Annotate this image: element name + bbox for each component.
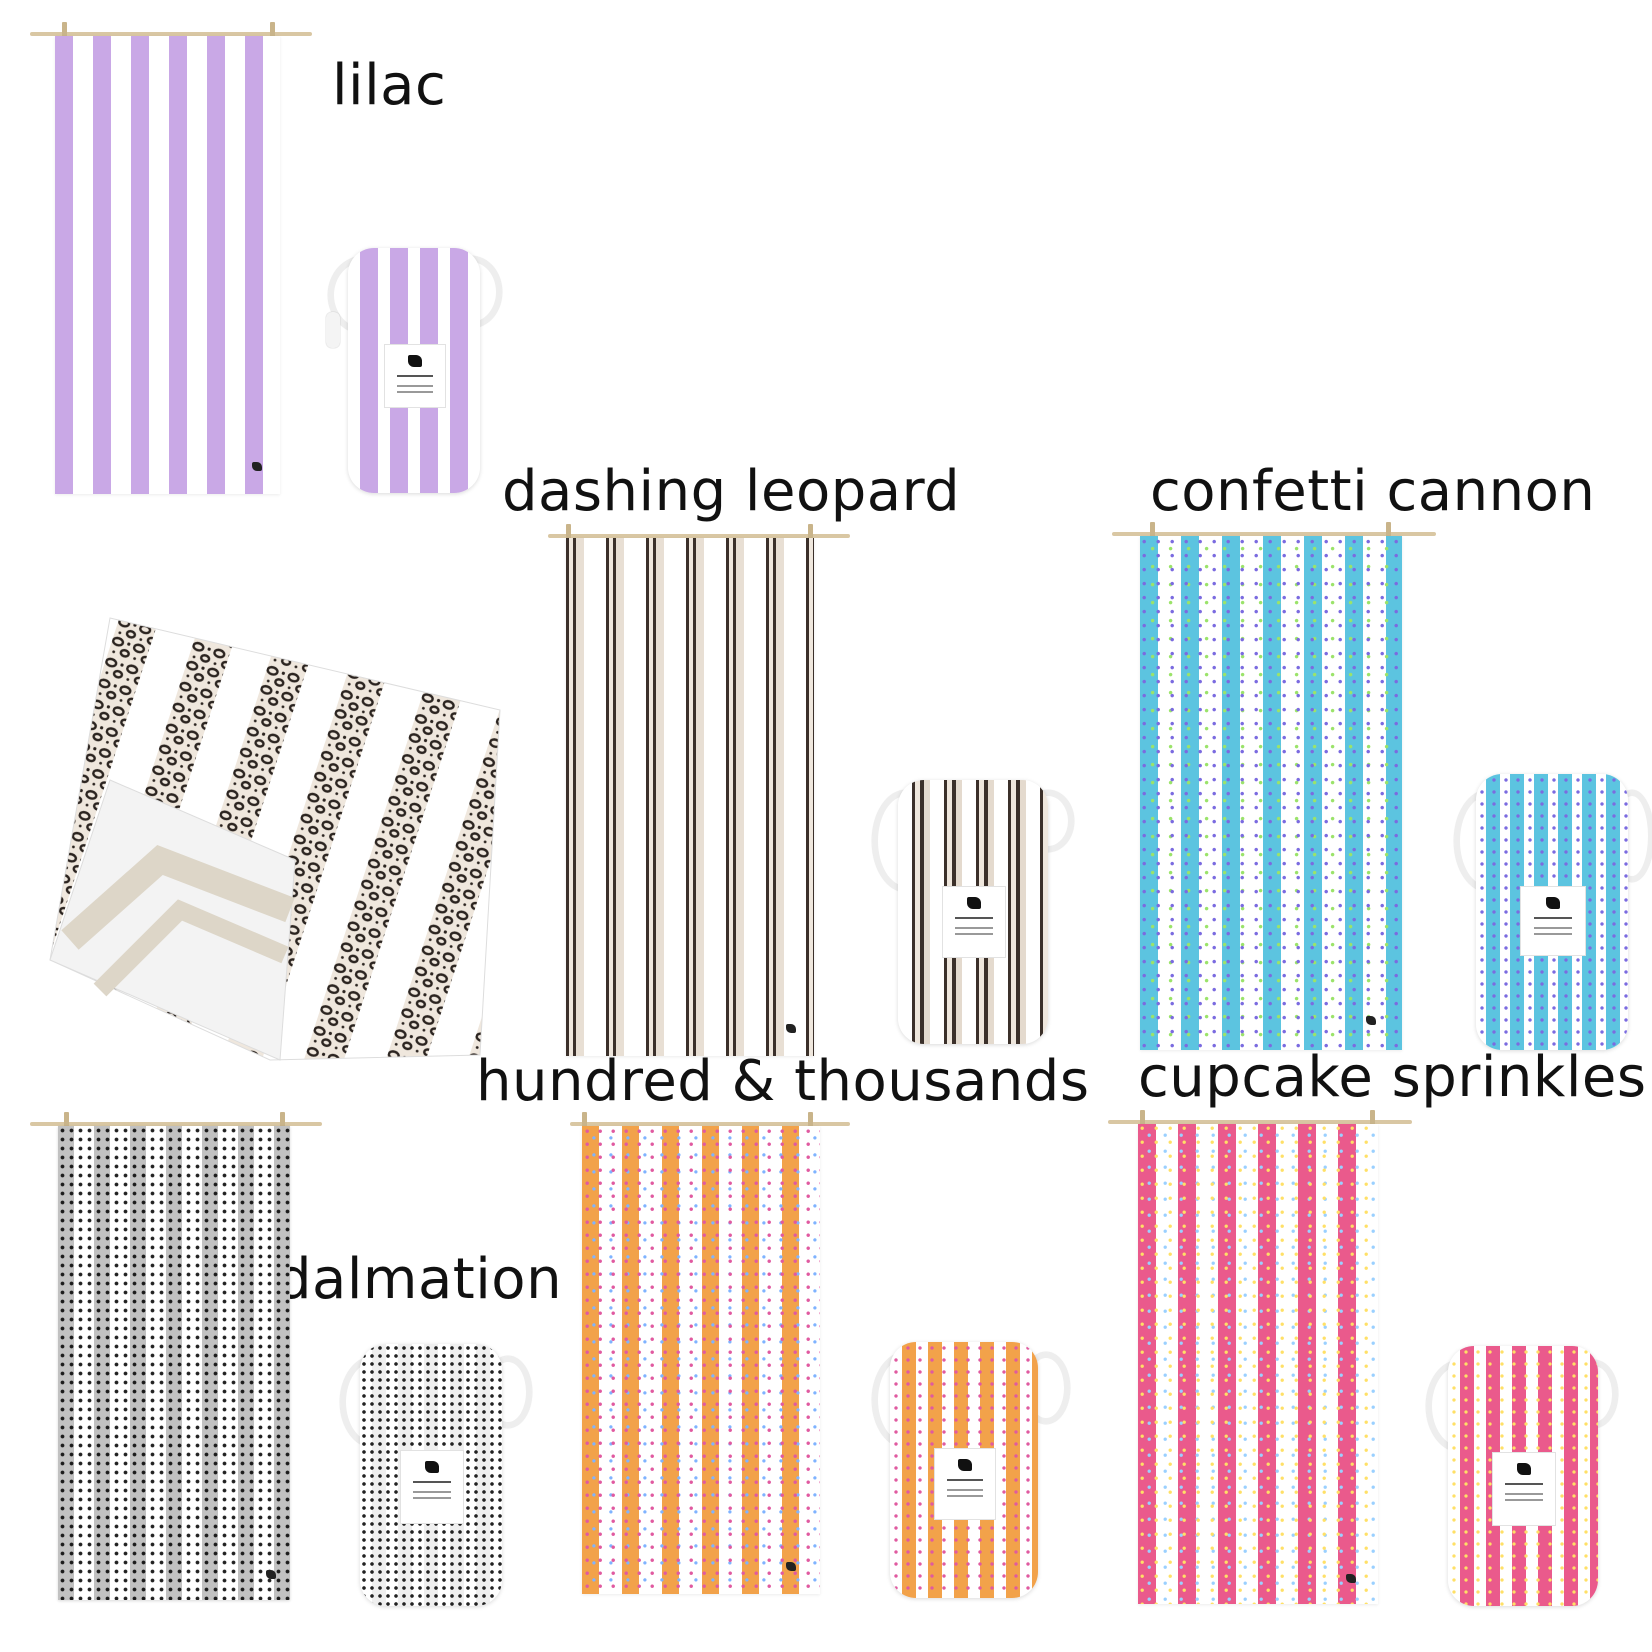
hanging-rod xyxy=(1108,1120,1412,1124)
pouch-label-card xyxy=(384,344,446,408)
clothes-peg xyxy=(64,1112,69,1128)
hanging-rod xyxy=(1112,532,1436,536)
deckchair-logo-icon xyxy=(1546,897,1560,909)
hundred-thousands-towel xyxy=(582,1126,820,1594)
clothes-peg xyxy=(270,22,275,38)
hundred-thousands-pouch xyxy=(890,1342,1038,1598)
towel-signature-icon xyxy=(1346,1574,1356,1583)
dashing-leopard-pouch xyxy=(898,780,1048,1044)
dalmation-label: dalmation xyxy=(276,1247,563,1312)
lilac-towel xyxy=(55,36,280,494)
clothes-peg xyxy=(808,1112,813,1128)
towel-signature-icon xyxy=(786,1562,796,1571)
clothes-peg xyxy=(808,524,813,540)
hundred-thousands-label: hundred & thousands xyxy=(476,1049,1090,1114)
cupcake-sprinkles-pouch xyxy=(1448,1346,1598,1606)
towel-signature-icon xyxy=(786,1024,796,1033)
deckchair-logo-icon xyxy=(425,1461,439,1473)
dalmation-towel-stripes xyxy=(58,1126,290,1600)
pouch-label-card xyxy=(942,886,1006,958)
clothes-peg xyxy=(566,524,571,540)
dashing-leopard-towel xyxy=(566,538,814,1056)
hanging-rod xyxy=(30,1122,322,1126)
pouch-label-card xyxy=(1492,1452,1556,1526)
lilac-label: lilac xyxy=(332,53,447,118)
towel-signature-icon xyxy=(266,1570,276,1579)
confetti-cannon-towel xyxy=(1140,536,1402,1050)
drawstring-end xyxy=(326,312,340,348)
dashing-leopard-label: dashing leopard xyxy=(502,459,961,524)
cupcake-sprinkles-towel xyxy=(1138,1124,1378,1604)
clothes-peg xyxy=(1150,522,1155,538)
towel-signature-icon xyxy=(1366,1016,1376,1025)
clothes-peg xyxy=(1140,1110,1145,1126)
towel-signature-icon xyxy=(252,462,262,471)
deckchair-logo-icon xyxy=(958,1459,972,1471)
pouch-label-card xyxy=(400,1450,464,1524)
pouch-label-card xyxy=(1520,886,1586,956)
confetti-cannon-pouch xyxy=(1476,774,1628,1050)
cupcake-sprinkles-label: cupcake sprinkles xyxy=(1138,1045,1647,1110)
clothes-peg xyxy=(1370,1110,1375,1126)
deckchair-logo-icon xyxy=(967,897,981,909)
deckchair-logo-icon xyxy=(408,355,422,367)
hanging-rod xyxy=(570,1122,850,1126)
pouch-label-card xyxy=(934,1448,996,1520)
clothes-peg xyxy=(62,22,67,38)
hanging-rod xyxy=(30,32,312,36)
confetti-cannon-label: confetti cannon xyxy=(1150,459,1596,524)
lilac-pouch xyxy=(348,248,480,493)
hanging-rod xyxy=(548,534,850,538)
clothes-peg xyxy=(582,1112,587,1128)
clothes-peg xyxy=(1386,522,1391,538)
dalmation-pouch xyxy=(360,1344,502,1606)
deckchair-logo-icon xyxy=(1517,1463,1531,1475)
clothes-peg xyxy=(280,1112,285,1128)
folded-leopard-towel xyxy=(49,617,501,1061)
